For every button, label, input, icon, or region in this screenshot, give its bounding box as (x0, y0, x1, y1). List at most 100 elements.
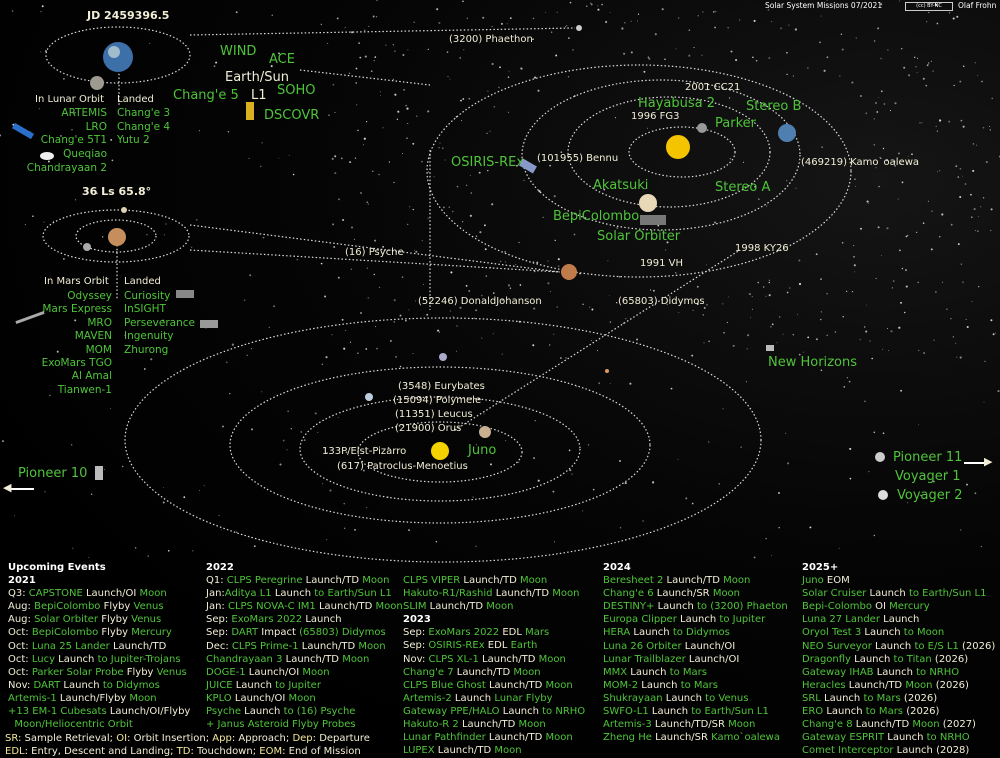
star (491, 203, 494, 206)
star (500, 22, 503, 25)
star (288, 154, 290, 156)
star (509, 17, 512, 19)
star (47, 160, 50, 163)
star (703, 342, 705, 344)
star (880, 90, 883, 93)
star (582, 510, 584, 512)
star (486, 132, 488, 135)
event-action: Launch/TD (460, 575, 520, 586)
event-subject: MMX (603, 666, 628, 678)
event-subject: to Earth/Sun L1 (314, 588, 392, 600)
event-item: Comet Interceptor Launch (2028) (802, 744, 995, 757)
event-item: Artemis-2 Launch Lunar Flyby (403, 692, 585, 705)
star (853, 245, 855, 247)
l1-label: L1 (251, 88, 267, 103)
star (654, 33, 657, 36)
star (470, 155, 472, 157)
eurybates-label: (3548) Eurybates (398, 381, 485, 392)
star (768, 57, 771, 59)
star (630, 20, 632, 22)
event-action: Launch (866, 588, 909, 600)
license-badge[interactable]: (cc) BY-NC (905, 2, 953, 11)
star (368, 25, 370, 28)
star (897, 198, 899, 200)
abbreviation: EOM (259, 746, 283, 757)
event-action: Launch (302, 614, 342, 626)
star (399, 314, 402, 317)
event-subject: Aditya L1 (224, 588, 272, 600)
event-action: Launch/TD (434, 745, 495, 757)
star (977, 230, 979, 233)
star (378, 173, 380, 176)
star (516, 165, 518, 167)
star (568, 37, 570, 39)
star (532, 17, 535, 20)
star (38, 108, 40, 110)
star (468, 290, 471, 292)
event-action: Launch (871, 640, 915, 652)
star (691, 354, 694, 357)
star (372, 15, 375, 18)
event-subject: CLPS NOVA-C IM1 (227, 601, 316, 613)
star (370, 70, 373, 73)
star (980, 546, 982, 548)
event-action: Launch (879, 614, 920, 626)
star (702, 314, 705, 316)
mars-inner-planet (561, 264, 577, 280)
arrowhead-left-icon: ◀ (3, 481, 12, 494)
star (591, 308, 594, 311)
star (982, 197, 985, 199)
event-item: Nov: DART Launch to Didymos (8, 679, 190, 692)
lunar-orbit-heading: In Lunar Orbit (35, 94, 104, 105)
star (462, 98, 465, 100)
star (487, 169, 489, 172)
phaethon-body (576, 25, 582, 31)
star (437, 329, 440, 332)
mercury-orbit (628, 126, 736, 178)
star (356, 104, 358, 106)
star (939, 236, 941, 238)
star (992, 333, 995, 336)
star (363, 137, 366, 140)
event-subject: Artemis-1 (8, 692, 57, 704)
star (359, 56, 362, 59)
star (343, 347, 346, 350)
event-action: Launch (499, 705, 543, 717)
star (688, 29, 691, 31)
event-item: Dragonfly Launch to Titan (2026) (802, 653, 995, 666)
star (56, 350, 59, 353)
abbreviation: App (212, 733, 232, 744)
star (74, 319, 77, 322)
star (865, 112, 868, 115)
star (770, 325, 772, 328)
event-action: Launch/TD (485, 732, 546, 744)
event-subject: to Didymos (672, 627, 730, 639)
event-item: SLIM Launch/TD Moon (403, 600, 585, 613)
star (402, 53, 405, 57)
event-subject: Moon (712, 588, 741, 600)
cc21-label: 2001 CC21 (685, 82, 741, 93)
star (433, 176, 435, 178)
star (991, 97, 994, 100)
star (859, 95, 862, 97)
star (590, 3, 593, 6)
star (519, 284, 522, 286)
star (162, 487, 164, 489)
event-item: Q3: CAPSTONE Launch/OI Moon (8, 587, 190, 600)
star (970, 193, 972, 196)
event-subject: Bepi-Colombo (802, 601, 872, 613)
star (751, 308, 753, 310)
star (802, 351, 804, 353)
star (899, 162, 902, 165)
event-item: Hakuto-R 2 Launch/TD Moon (403, 718, 585, 731)
event-action: Launch/SR (651, 732, 712, 744)
star (866, 304, 868, 306)
star (366, 267, 368, 269)
event-subject: CLPS Peregrine (226, 575, 303, 587)
star (554, 239, 556, 242)
phobos-body (83, 243, 91, 251)
star (74, 112, 76, 114)
star (492, 333, 494, 335)
star (882, 432, 885, 434)
event-item: Artemis-3 Launch/TD/SR Moon (603, 718, 788, 731)
